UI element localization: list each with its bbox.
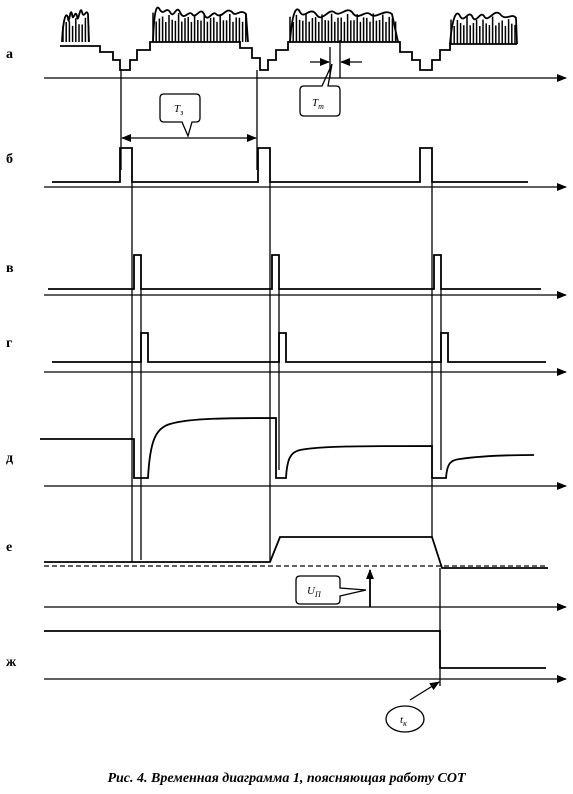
row-label-a: а	[6, 47, 13, 62]
signal-v	[48, 254, 541, 290]
up-label: UП	[307, 585, 322, 599]
signal-d	[40, 417, 535, 479]
signal-b	[52, 147, 528, 183]
row-label-g: г	[6, 336, 12, 351]
up-callout	[295, 575, 367, 605]
tk-callout	[385, 705, 425, 733]
signal-e	[44, 536, 548, 569]
tz-callout	[159, 93, 201, 138]
signal-a-envelope	[60, 41, 517, 71]
row-label-b: б	[6, 152, 13, 167]
tt-callout	[299, 63, 341, 117]
signal-g	[52, 332, 546, 363]
tt-label: Tт	[312, 97, 324, 111]
signal-a-burst-top-1	[61, 9, 90, 43]
row-label-d: д	[6, 451, 13, 466]
row-label-zh: ж	[6, 655, 17, 670]
signal-zh	[44, 630, 546, 669]
tz-label: Tз	[174, 103, 183, 117]
signal-a-burst-top-2	[152, 6, 249, 43]
tk-arrow	[409, 681, 440, 701]
figure-caption: Рис. 4. Временная диаграмма 1, поясняюща…	[107, 771, 466, 786]
row-label-v: в	[6, 261, 14, 276]
signal-a-hf-filling	[62, 12, 516, 44]
row-label-e: е	[6, 540, 12, 555]
tk-label: tк	[400, 714, 407, 728]
signal-a-burst-top-4	[449, 11, 518, 45]
signal-a-burst-top-3	[289, 8, 399, 43]
